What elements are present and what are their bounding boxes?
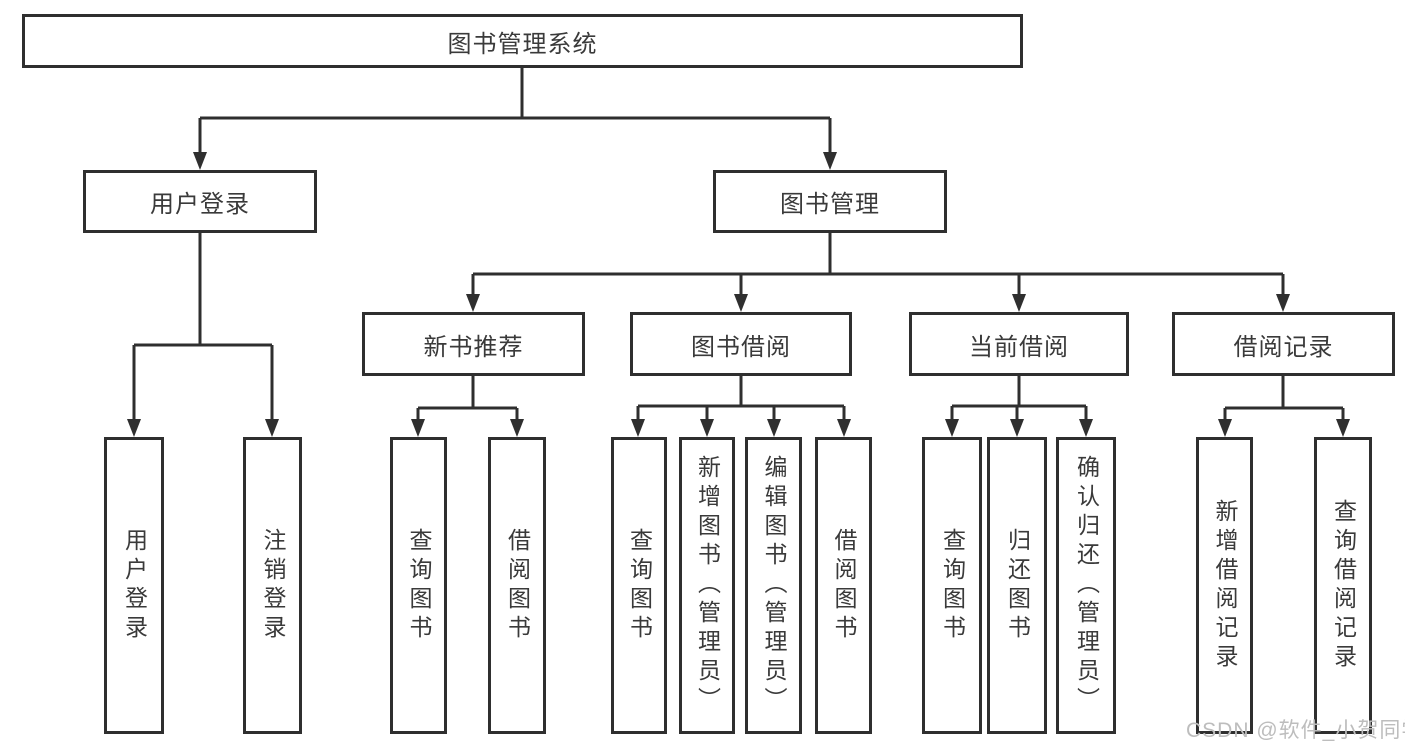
leaf-logout: 注销登录 xyxy=(243,437,302,734)
node-borrow-records-label: 借阅记录 xyxy=(1233,333,1334,361)
watermark: CSDN @软件_小贺同学 xyxy=(1186,719,1405,742)
leaf-edit-book-label: 编辑图书（管理员） xyxy=(761,455,787,716)
leaf-query-book-3: 查询图书 xyxy=(922,437,982,734)
leaf-borrow-book-1-label: 借阅图书 xyxy=(504,527,531,644)
leaf-borrow-book-2-label: 借阅图书 xyxy=(831,527,857,644)
leaf-query-book-3-label: 查询图书 xyxy=(939,527,966,644)
node-root-label: 图书管理系统 xyxy=(447,30,598,58)
leaf-query-book-1-label: 查询图书 xyxy=(406,527,432,644)
leaf-query-book-1: 查询图书 xyxy=(390,437,447,734)
node-book-borrow: 图书借阅 xyxy=(630,312,852,376)
leaf-add-book: 新增图书（管理员） xyxy=(679,437,735,734)
leaf-user-login-label: 用户登录 xyxy=(121,527,148,644)
node-book-mgmt: 图书管理 xyxy=(713,170,947,233)
leaf-confirm-return-label: 确认归还（管理员） xyxy=(1073,455,1100,716)
node-new-book-rec-label: 新书推荐 xyxy=(423,333,524,361)
leaf-query-book-2-label: 查询图书 xyxy=(626,527,653,644)
node-root: 图书管理系统 xyxy=(22,14,1023,68)
leaf-borrow-book-2: 借阅图书 xyxy=(815,437,872,734)
node-current-borrow-label: 当前借阅 xyxy=(969,333,1069,361)
leaf-query-record: 查询借阅记录 xyxy=(1314,437,1372,734)
leaf-borrow-book-1: 借阅图书 xyxy=(488,437,546,734)
node-book-borrow-label: 图书借阅 xyxy=(691,333,791,361)
leaf-edit-book: 编辑图书（管理员） xyxy=(745,437,802,734)
node-book-mgmt-label: 图书管理 xyxy=(780,191,880,218)
leaf-user-login: 用户登录 xyxy=(104,437,164,734)
leaf-add-record-label: 新增借阅记录 xyxy=(1212,498,1238,673)
node-new-book-rec: 新书推荐 xyxy=(362,312,585,376)
node-borrow-records: 借阅记录 xyxy=(1172,312,1395,376)
node-current-borrow: 当前借阅 xyxy=(909,312,1129,376)
leaf-return-book: 归还图书 xyxy=(987,437,1047,734)
leaf-add-book-label: 新增图书（管理员） xyxy=(694,455,721,716)
node-user-login: 用户登录 xyxy=(83,170,317,233)
leaf-query-book-2: 查询图书 xyxy=(611,437,667,734)
leaf-query-record-label: 查询借阅记录 xyxy=(1330,498,1357,673)
leaf-logout-label: 注销登录 xyxy=(260,527,286,644)
node-user-login-label: 用户登录 xyxy=(150,191,250,218)
leaf-add-record: 新增借阅记录 xyxy=(1196,437,1253,734)
leaf-confirm-return: 确认归还（管理员） xyxy=(1056,437,1116,734)
leaf-return-book-label: 归还图书 xyxy=(1004,527,1031,644)
